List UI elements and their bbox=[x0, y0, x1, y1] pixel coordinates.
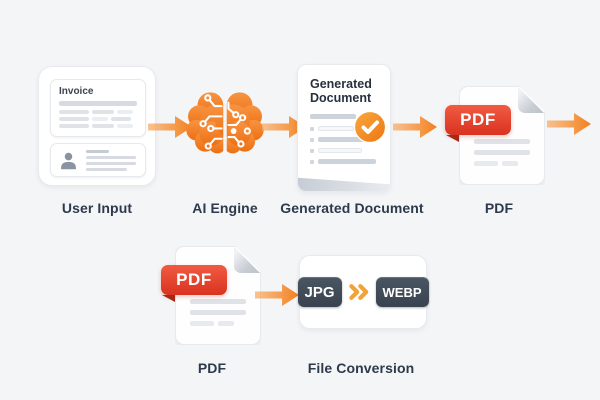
placeholder-line bbox=[474, 150, 530, 155]
page-curl bbox=[298, 177, 390, 191]
placeholder-cell bbox=[117, 124, 133, 128]
step-label-file-conversion: File Conversion bbox=[307, 360, 415, 376]
file-conversion-icon: JPG WEBP bbox=[297, 255, 429, 329]
step-label-user-input: User Input bbox=[61, 200, 133, 216]
contact-text-lines bbox=[86, 149, 138, 171]
placeholder-line bbox=[86, 149, 110, 153]
page-fold-icon bbox=[518, 87, 544, 113]
placeholder-cell bbox=[92, 117, 108, 121]
pdf-file-icon: PDF bbox=[161, 240, 261, 346]
step-label-generated-document: Generated Document bbox=[280, 200, 424, 216]
page-fold-icon bbox=[234, 247, 260, 273]
document-list-row bbox=[310, 126, 380, 131]
step-label-ai-engine: AI Engine bbox=[192, 200, 258, 216]
placeholder-cell bbox=[111, 117, 131, 121]
placeholder-cell bbox=[92, 124, 114, 128]
placeholder-cell bbox=[59, 124, 89, 128]
placeholder-line bbox=[218, 321, 234, 326]
placeholder-line bbox=[318, 159, 376, 164]
ribbon-fold bbox=[446, 135, 459, 142]
document-text-lines bbox=[310, 114, 380, 164]
pdf-line-row bbox=[190, 321, 246, 326]
placeholder-line bbox=[86, 161, 136, 165]
user-input-icon: Invoice bbox=[38, 66, 156, 186]
document-list-row bbox=[310, 137, 380, 142]
flow-arrow-icon bbox=[393, 116, 437, 138]
placeholder-line bbox=[86, 167, 127, 171]
pdf-badge: PDF bbox=[445, 105, 511, 135]
document-list-row bbox=[310, 148, 380, 153]
double-chevron-icon bbox=[348, 284, 368, 300]
placeholder-cell bbox=[59, 117, 89, 121]
check-icon bbox=[353, 110, 387, 144]
placeholder-line bbox=[474, 139, 530, 144]
invoice-title: Invoice bbox=[59, 86, 94, 97]
format-badge-jpg: JPG bbox=[297, 277, 342, 307]
placeholder-line bbox=[318, 137, 376, 142]
invoice-table-row bbox=[59, 124, 137, 128]
invoice-preview: Invoice bbox=[50, 79, 146, 137]
bullet bbox=[310, 137, 314, 142]
flow-arrow-icon bbox=[262, 116, 306, 138]
placeholder-line bbox=[474, 161, 498, 166]
step-label-pdf-row2: PDF bbox=[197, 360, 227, 376]
document-list-row bbox=[310, 159, 380, 164]
brain-circuit-icon bbox=[186, 89, 264, 161]
flow-arrow-icon bbox=[547, 113, 591, 135]
document-title: Generated Document bbox=[310, 77, 372, 105]
placeholder-line bbox=[86, 155, 136, 159]
placeholder-line bbox=[190, 321, 214, 326]
generated-document-icon: Generated Document bbox=[297, 64, 391, 192]
pdf-page bbox=[459, 86, 545, 185]
contact-preview bbox=[50, 143, 146, 177]
invoice-table-row bbox=[59, 110, 137, 114]
bullet bbox=[310, 126, 314, 131]
bullet bbox=[310, 159, 314, 164]
ribbon-fold bbox=[162, 295, 175, 302]
pdf-text-lines bbox=[190, 299, 246, 326]
placeholder-cell bbox=[92, 110, 114, 114]
flow-arrow-icon bbox=[148, 116, 192, 138]
placeholder-cell bbox=[59, 110, 89, 114]
person-icon bbox=[61, 152, 76, 169]
placeholder-cell bbox=[117, 110, 133, 114]
pdf-file-icon: PDF bbox=[445, 80, 545, 186]
pdf-badge: PDF bbox=[161, 265, 227, 295]
invoice-table-row bbox=[59, 117, 137, 121]
pdf-line-row bbox=[474, 161, 530, 166]
placeholder-line bbox=[310, 114, 356, 119]
pdf-text-lines bbox=[474, 139, 530, 166]
bullet bbox=[310, 148, 314, 153]
placeholder-line bbox=[502, 161, 518, 166]
flow-arrow-icon bbox=[255, 284, 299, 306]
placeholder-line bbox=[190, 299, 246, 304]
placeholder-line bbox=[318, 148, 362, 153]
placeholder-line bbox=[190, 310, 246, 315]
placeholder-line bbox=[59, 101, 137, 106]
step-label-pdf-row1: PDF bbox=[484, 200, 514, 216]
placeholder-line bbox=[318, 126, 354, 131]
pdf-page bbox=[175, 246, 261, 345]
format-badge-webp: WEBP bbox=[375, 277, 429, 307]
